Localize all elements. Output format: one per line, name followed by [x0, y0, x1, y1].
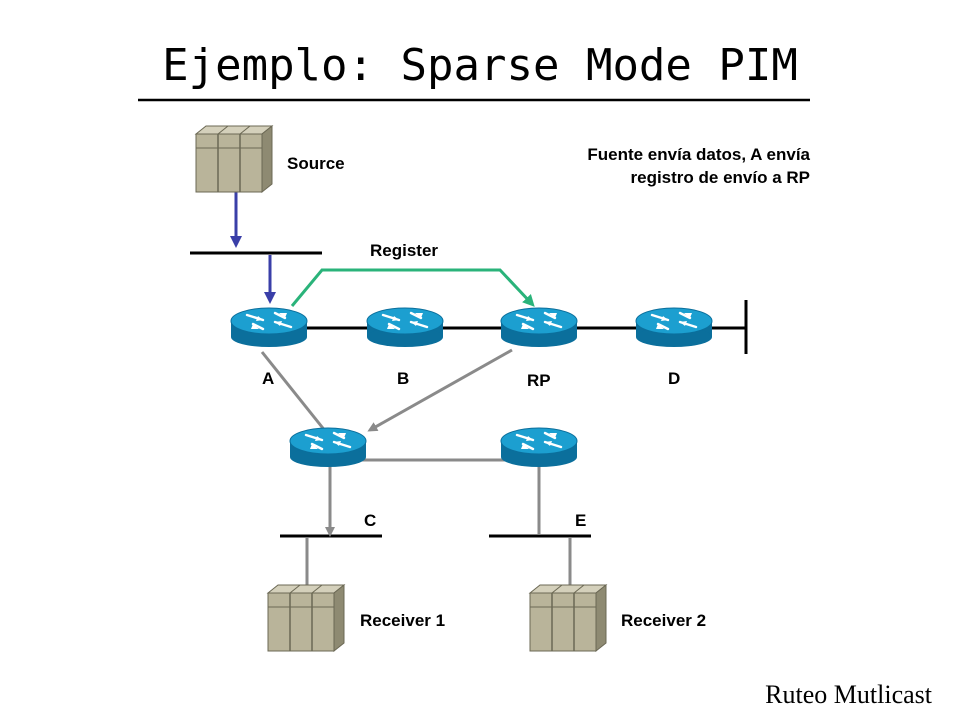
receiver2-label: Receiver 2 [621, 611, 706, 630]
router-rp [499, 306, 579, 349]
register-label: Register [370, 241, 438, 260]
receiver1-label: Receiver 1 [360, 611, 445, 630]
router-b [365, 306, 445, 349]
router-e-label: E [575, 511, 586, 530]
router-b-label: B [397, 369, 409, 388]
footer-caption: Ruteo Mutlicast [765, 680, 932, 709]
register-arrow [290, 268, 535, 307]
link-a-c [260, 351, 328, 433]
router-d [634, 306, 714, 349]
router-e [499, 426, 579, 469]
source-server [195, 125, 273, 193]
router-a [229, 306, 309, 349]
note-line-2: registro de envío a RP [631, 168, 811, 187]
note-line-1: Fuente envía datos, A envía [587, 145, 810, 164]
router-d-label: D [668, 369, 680, 388]
link-rp-c [367, 348, 513, 432]
router-c-label: C [364, 511, 376, 530]
receiver1-server [267, 584, 345, 652]
router-rp-label: RP [527, 371, 551, 390]
router-a-label: A [262, 369, 274, 388]
receiver2-server [529, 584, 607, 652]
page-title-text: Ejemplo: Sparse Mode PIM [162, 40, 798, 91]
router-c [288, 426, 368, 469]
source-label: Source [287, 154, 345, 173]
page-title: Ejemplo: Sparse Mode PIM [0, 40, 960, 91]
